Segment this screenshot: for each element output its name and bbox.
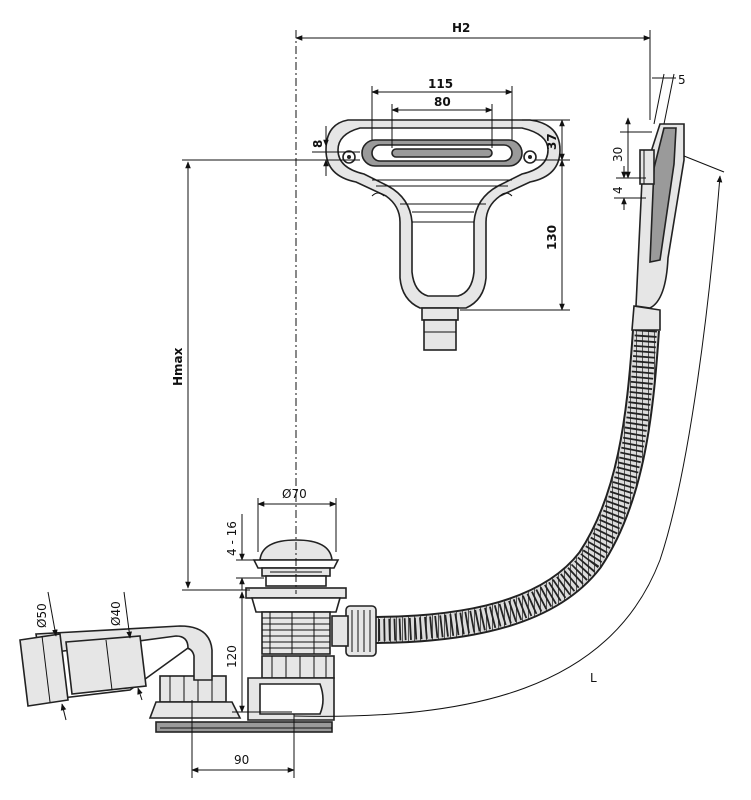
hose-connector [331,605,377,657]
dim-4: 4 [611,186,625,194]
dim-d70: Ø70 [282,487,307,501]
dim-h2: H2 [452,21,470,35]
dim-hmax: Hmax [171,347,185,386]
dim-5: 5 [678,73,686,87]
flexible-hose [369,305,661,644]
dim-130: 130 [545,225,559,250]
dim-120: 120 [225,645,239,668]
dim-4-16: 4 - 16 [225,521,239,556]
overflow-head [325,119,561,351]
dim-90: 90 [234,753,249,767]
dim-30: 30 [611,147,625,162]
dim-37: 37 [545,133,559,150]
overflow-side-view [635,123,685,309]
dim-d40: Ø40 [109,601,123,626]
dim-115: 115 [428,77,453,91]
dim-l: L [590,671,597,685]
dim-d50: Ø50 [35,603,49,628]
dim-8: 8 [311,140,325,148]
dim-80: 80 [434,95,451,109]
outlet-pipe [19,625,213,707]
